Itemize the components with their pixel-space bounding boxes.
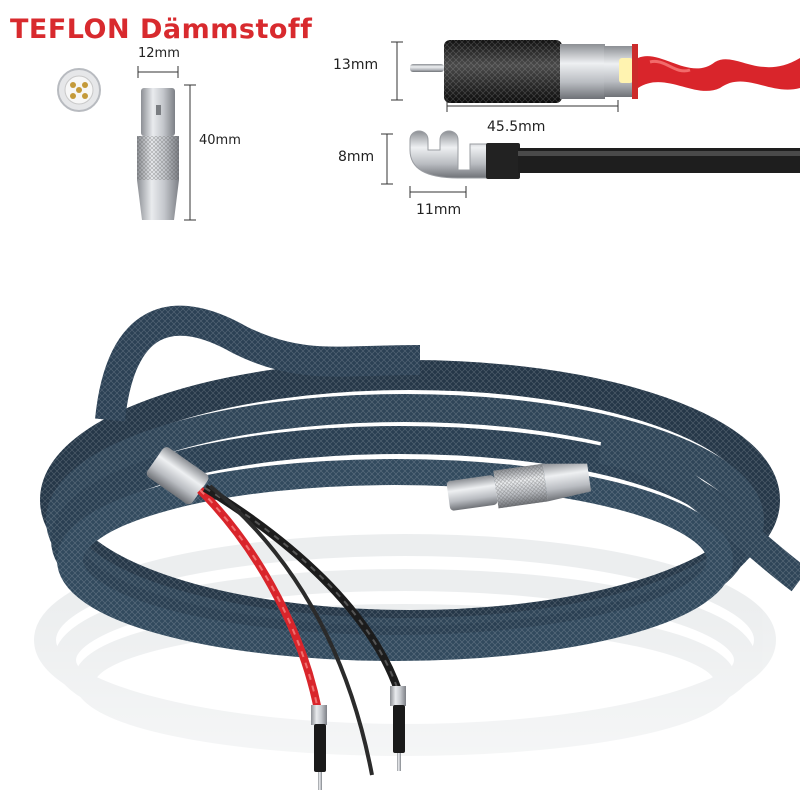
rca-length-label: 45.5mm xyxy=(487,119,546,135)
rca-plug-red xyxy=(311,705,327,790)
product-title: TEFLON Dämmstoff xyxy=(10,14,313,45)
din-width-label: 12mm xyxy=(138,46,180,61)
coiled-cable xyxy=(40,305,800,661)
din-plug-side xyxy=(137,66,196,221)
rca-plug-detail xyxy=(391,40,800,112)
spade-height-label: 8mm xyxy=(338,149,375,165)
din-plug-on-cable xyxy=(446,463,592,511)
ground-wire xyxy=(208,484,374,776)
splitter xyxy=(146,447,209,505)
rca-plug-black xyxy=(390,686,406,771)
din-plug-face xyxy=(57,68,101,112)
red-wire xyxy=(197,487,322,711)
din-length-label: 40mm xyxy=(199,133,241,148)
spade-width-label: 11mm xyxy=(416,202,462,218)
spade-connector-detail xyxy=(381,130,800,198)
rca-height-label: 13mm xyxy=(333,57,379,73)
